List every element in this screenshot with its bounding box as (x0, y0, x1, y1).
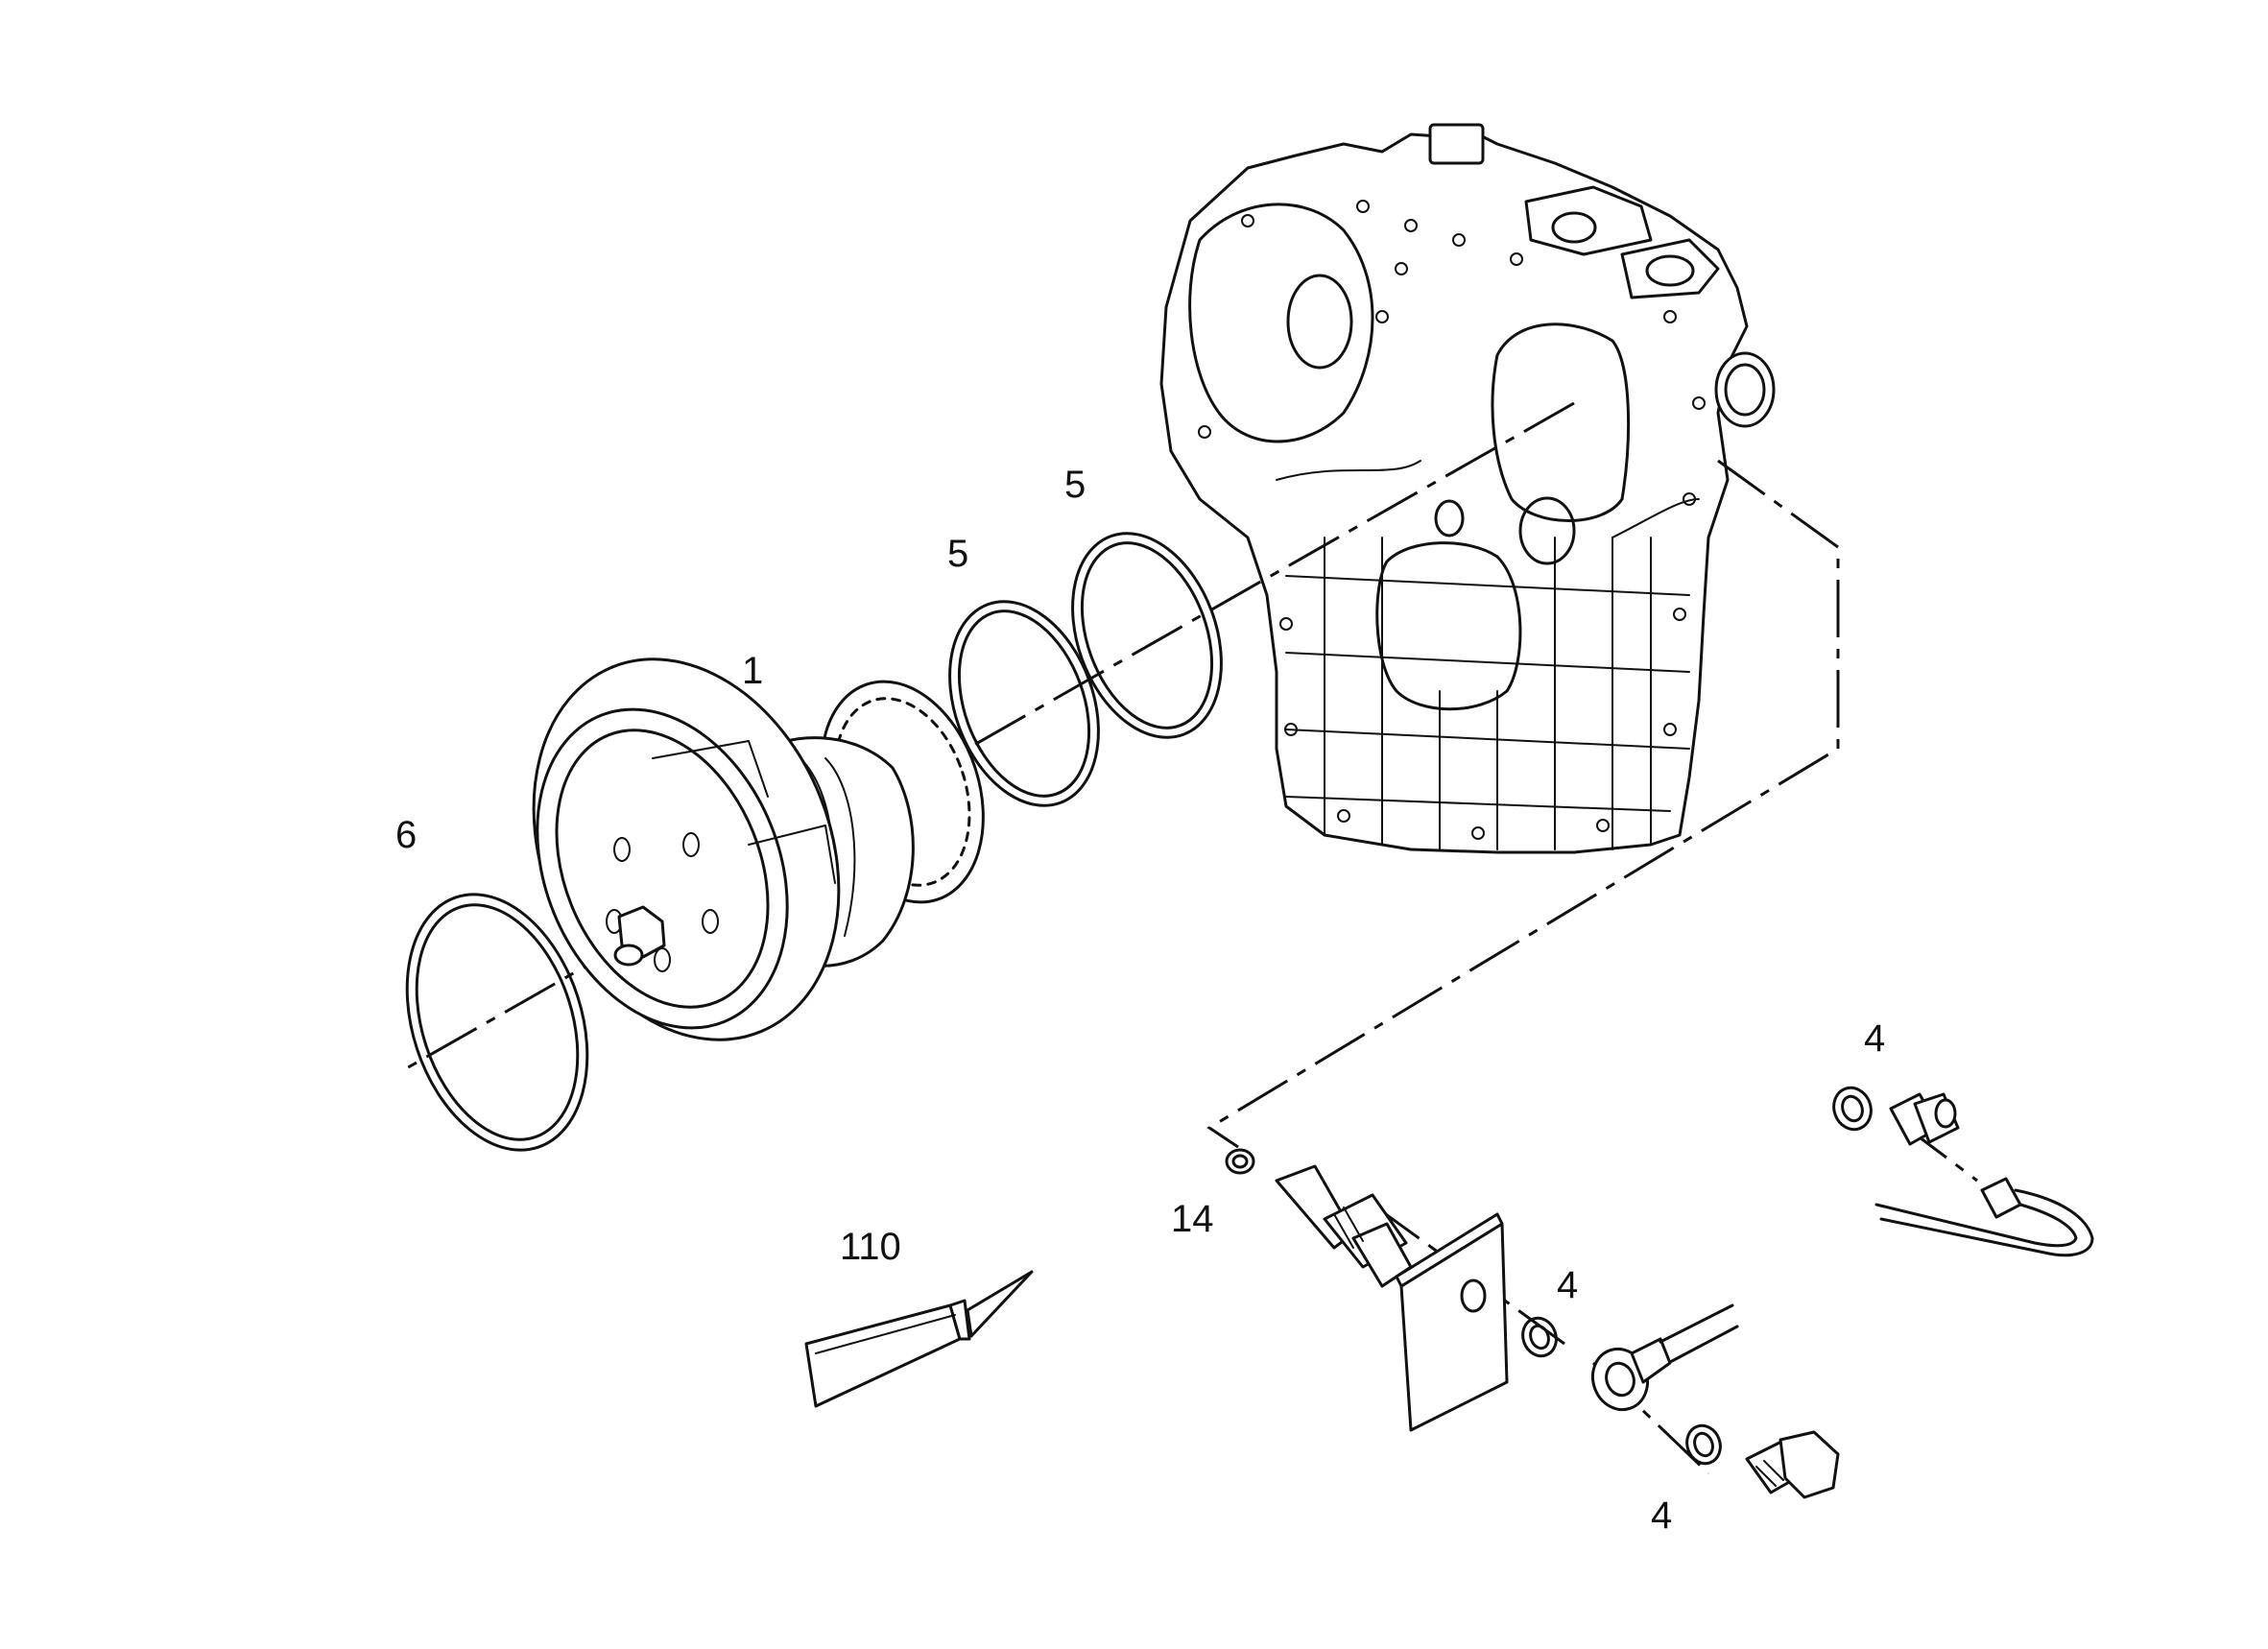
banjo-fitting-line (1591, 1303, 1739, 1412)
callout-5-lower: 5 (947, 533, 968, 575)
oil-pipe (1874, 1177, 2094, 1257)
o-ring-5-upper (1071, 532, 1223, 739)
mounting-bracket (1395, 1212, 1509, 1432)
adapter-fitting (1275, 1164, 1413, 1288)
callout-labels: 1 5 5 6 110 14 4 4 4 (395, 464, 1885, 1537)
banjo-bolt (1745, 1430, 1840, 1499)
timing-gear-housing (1159, 123, 1776, 854)
callout-110: 110 (840, 1226, 901, 1268)
sealing-washer-14 (1225, 1148, 1255, 1175)
o-ring-5-lower (948, 600, 1100, 807)
threaded-union (1889, 1092, 1960, 1146)
sealing-washer-4-upper (1832, 1086, 1873, 1132)
o-ring-6 (405, 893, 589, 1152)
callout-4-lower: 4 (1651, 1494, 1672, 1537)
sealant-tube (804, 1270, 1034, 1408)
pump-gear-assembly (532, 657, 985, 1041)
callout-4-upper: 4 (1864, 1017, 1885, 1060)
sealing-washer-4-lower (1685, 1423, 1722, 1466)
sealing-washer-4-middle (1521, 1316, 1558, 1358)
callout-5-upper: 5 (1064, 464, 1086, 506)
callout-6: 6 (395, 814, 417, 856)
callout-4-middle: 4 (1557, 1264, 1578, 1306)
callout-1: 1 (742, 650, 763, 692)
callout-14: 14 (1171, 1198, 1214, 1240)
